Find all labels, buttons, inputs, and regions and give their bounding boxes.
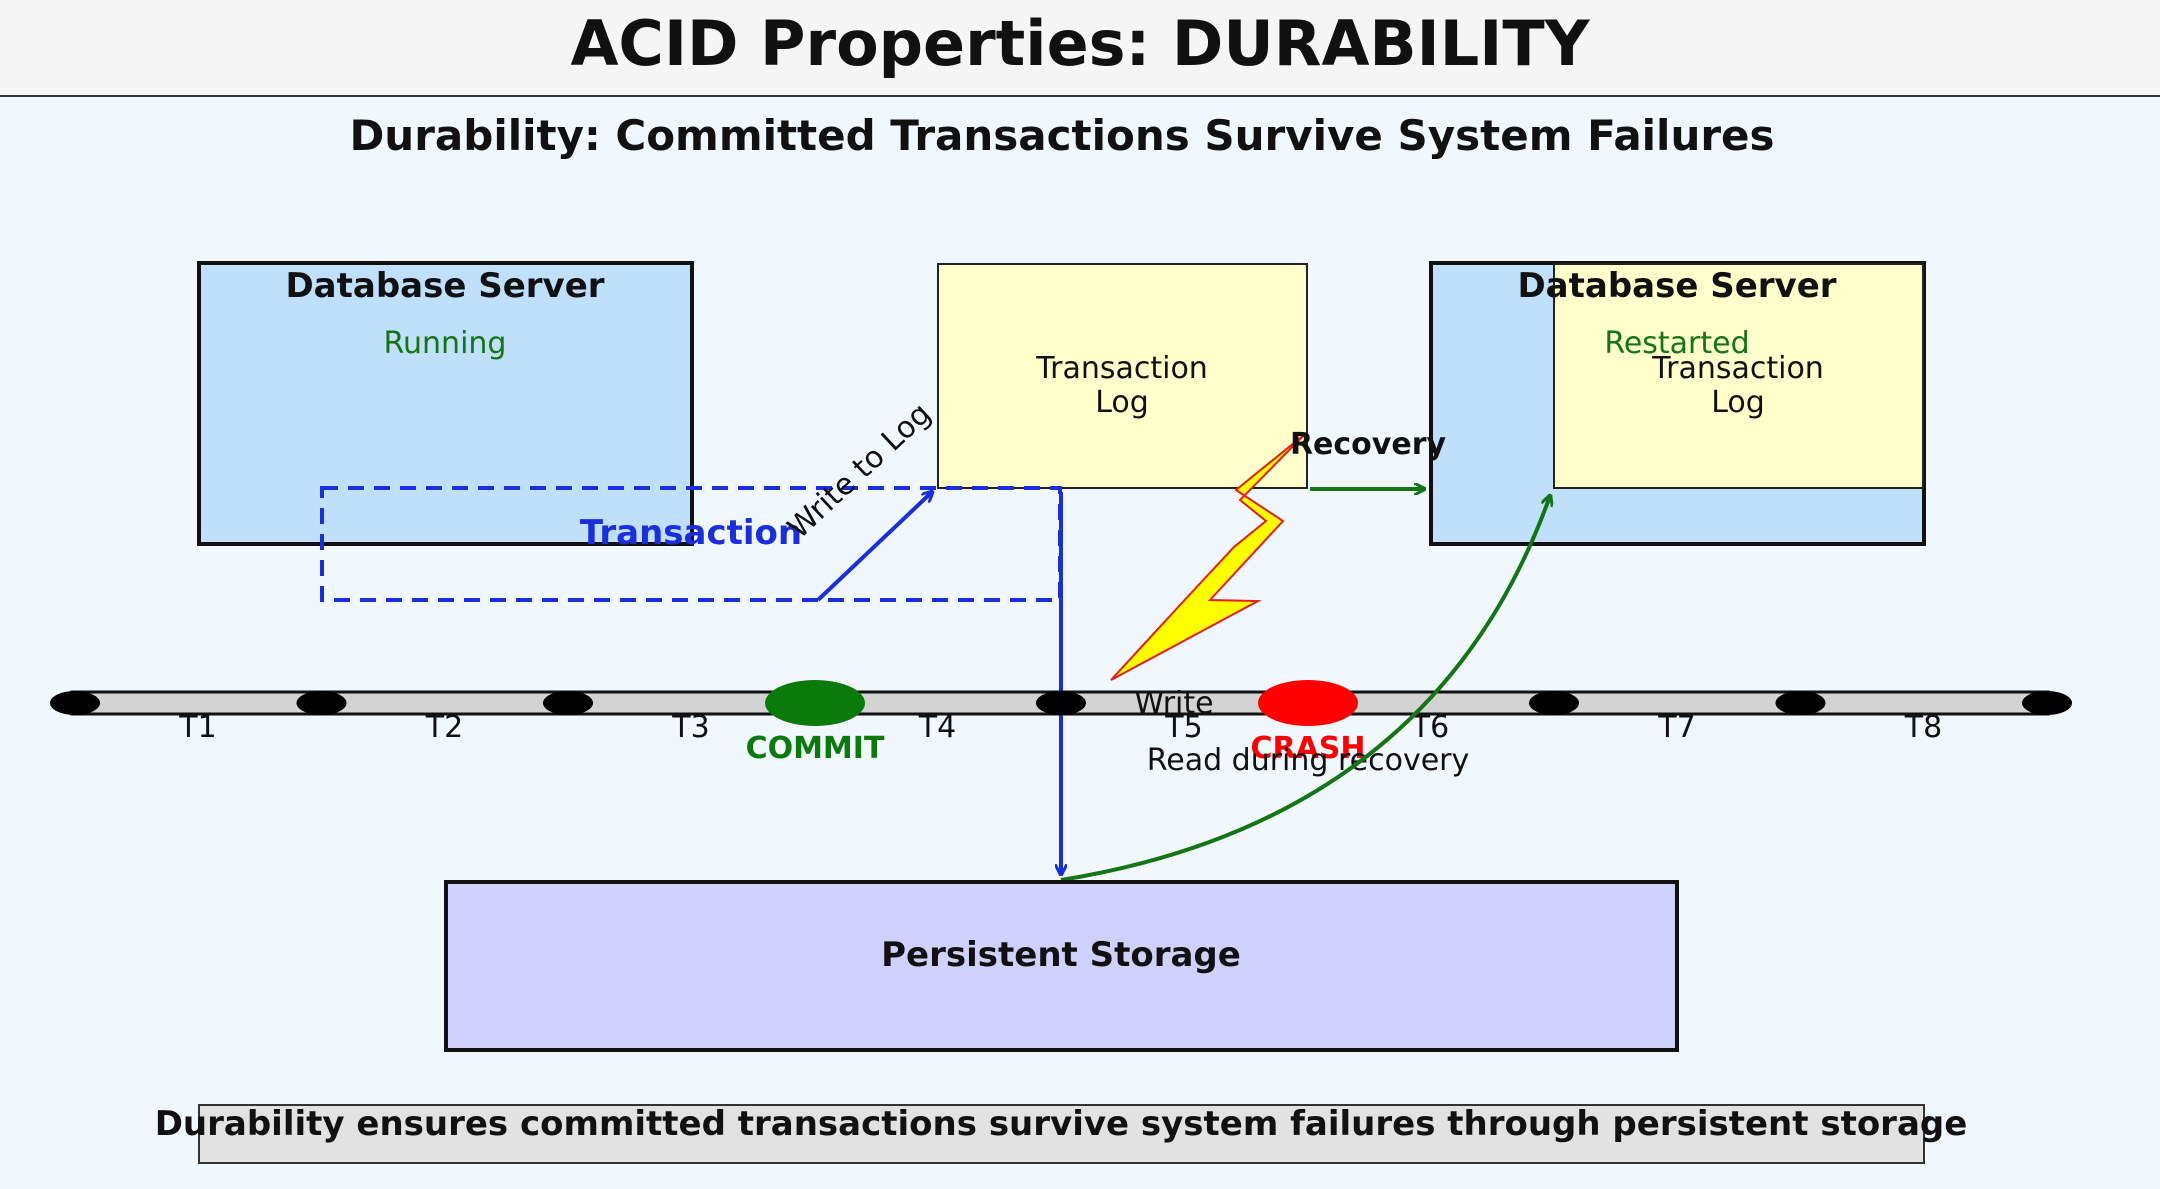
transaction-log-line1: Transaction (1035, 351, 1208, 386)
timeline-labels: T1 T2 T3 T4 T5 T6 T7 T8 (178, 710, 1942, 745)
timeline-label-t1: T1 (178, 710, 216, 745)
header-bar: ACID Properties: DURABILITY (0, 0, 2160, 97)
timeline-node (1036, 691, 1086, 715)
timeline-node (296, 691, 347, 715)
crash-marker (1258, 680, 1358, 726)
crash-label: CRASH (1250, 731, 1365, 766)
timeline-label-t6: T6 (1411, 710, 1449, 745)
timeline-label-t7: T7 (1657, 710, 1695, 745)
timeline-label-t8: T8 (1904, 710, 1942, 745)
write-to-log-arrow (816, 492, 932, 602)
diagram-subtitle: Durability: Committed Transactions Survi… (349, 111, 1774, 160)
read-recovery-curve (1060, 496, 1550, 882)
recovered-log-line2: Log (1711, 385, 1765, 420)
timeline-node (2022, 691, 2072, 715)
read-during-recovery-label: Read during recovery (1147, 743, 1470, 778)
server-restarted-status: Restarted (1604, 326, 1749, 361)
footer-note: Durability ensures committed transaction… (155, 1104, 1968, 1144)
write-to-log-label: Write to Log (781, 396, 938, 546)
commit-marker (765, 680, 865, 726)
timeline-label-t4: T4 (918, 710, 956, 745)
persistent-storage-label: Persistent Storage (881, 935, 1241, 975)
transaction-label: Transaction (580, 513, 802, 553)
timeline-node (543, 691, 593, 715)
server-restarted-title: Database Server (1517, 266, 1836, 306)
lightning-bolt-shape (1110, 433, 1306, 681)
write-label: Write (1134, 686, 1213, 721)
timeline-node (1529, 691, 1579, 715)
recovered-transaction-log-box (1553, 263, 1924, 489)
timeline-label-t2: T2 (425, 710, 463, 745)
timeline-label-t3: T3 (671, 710, 709, 745)
transaction-log-box (937, 263, 1308, 489)
recovered-log-line1: Transaction (1651, 351, 1824, 386)
transaction-log-line2: Log (1095, 385, 1149, 420)
persistent-storage-box (444, 880, 1679, 1052)
server-running-title: Database Server (285, 266, 604, 306)
timeline-node (1775, 691, 1826, 715)
timeline-node (50, 691, 100, 715)
timeline-label-t5: T5 (1164, 710, 1202, 745)
server-running-status: Running (384, 326, 507, 361)
commit-label: COMMIT (746, 731, 885, 766)
recovery-label: Recovery (1290, 427, 1447, 462)
footer-note-box (198, 1104, 1925, 1164)
page-title: ACID Properties: DURABILITY (570, 7, 1590, 80)
database-server-running-box (197, 261, 694, 546)
